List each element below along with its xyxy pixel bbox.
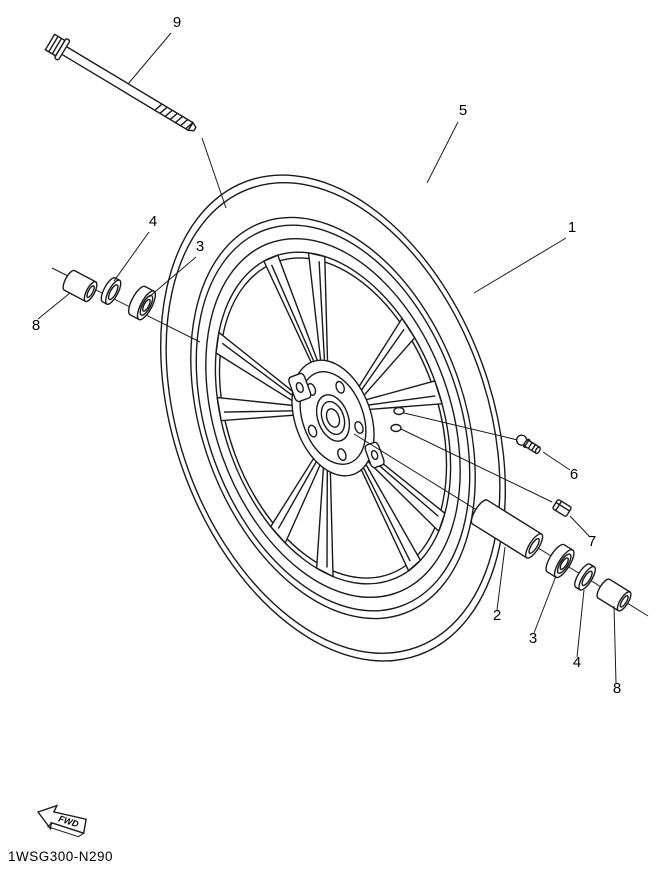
valve-stem-drawing [515, 434, 541, 455]
callout-2: 2 [493, 607, 501, 624]
callout-8-left: 8 [32, 317, 40, 334]
pointer-line-clip [400, 428, 553, 503]
oil-seal-right-drawing [574, 563, 596, 591]
bearing-left-drawing [127, 285, 157, 321]
callout-9: 9 [173, 14, 181, 31]
collar-left-drawing [62, 269, 98, 303]
callout-leader-lines [37, 32, 617, 684]
callout-6: 6 [570, 466, 578, 483]
callout-4-right: 4 [573, 654, 581, 671]
callout-1: 1 [568, 219, 576, 236]
callout-8-right: 8 [613, 680, 621, 697]
callout-4-left: 4 [149, 213, 157, 230]
oil-seal-left-drawing [100, 277, 122, 306]
tire-and-wheel-drawing [98, 127, 569, 709]
collar-right-drawing [596, 578, 632, 612]
bearing-right-drawing [545, 543, 575, 579]
hub-anchor-hole-2 [390, 423, 402, 433]
pointer-line-valve [403, 412, 523, 442]
callout-7: 7 [588, 533, 596, 550]
callout-5: 5 [459, 102, 467, 119]
axle-spacer-drawing [470, 499, 544, 559]
diagram-code: 1WSG300-N290 [8, 849, 113, 864]
callout-3-right: 3 [529, 630, 537, 647]
axle-bolt-drawing [44, 33, 197, 132]
fwd-arrow-icon: FWD [36, 804, 87, 838]
callout-3-left: 3 [196, 238, 204, 255]
clip-drawing [552, 499, 572, 517]
bolt-axis-line [201, 137, 227, 209]
hub-anchor-hole-1 [393, 406, 405, 416]
